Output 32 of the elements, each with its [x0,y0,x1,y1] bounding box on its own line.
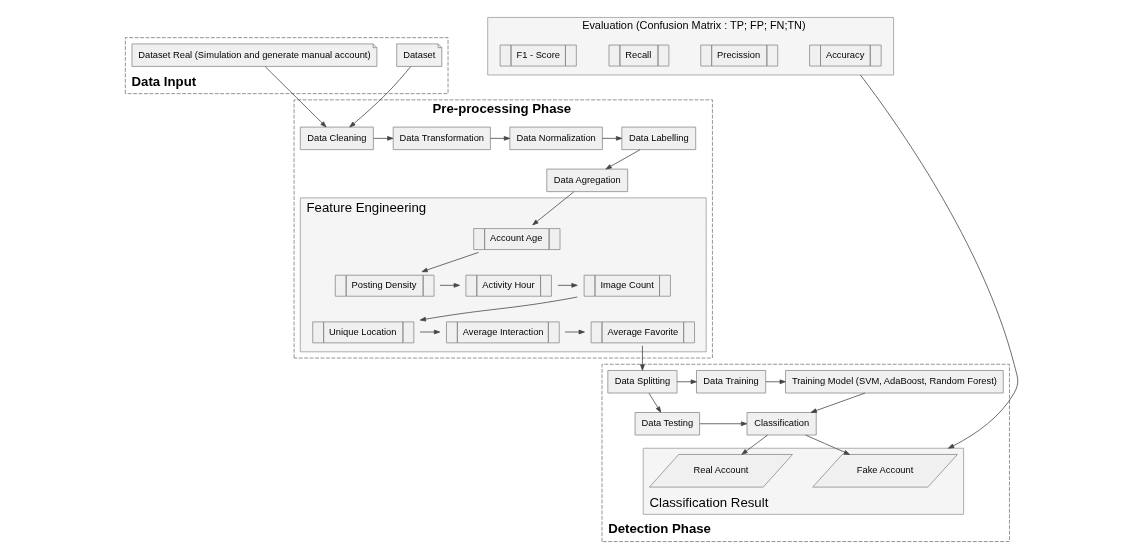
node-box: Classification [746,412,817,436]
arrow [699,421,748,427]
arrow [349,66,412,128]
arrow [602,136,623,141]
arrow [557,283,578,288]
node-box: Data Transformation [392,126,491,151]
arrow [419,329,441,335]
arrow [532,191,575,226]
arrow [264,66,327,128]
arrow [373,136,394,141]
arrow [765,379,786,385]
arrow [419,296,578,322]
arrow [564,329,585,335]
arrow [439,283,460,288]
node-box: Data Agregation [546,168,629,192]
arrow [810,392,866,413]
arrow [805,434,850,455]
arrow [676,379,697,385]
arrow [421,252,479,273]
arrow [490,136,511,141]
node-box: Data Cleaning [299,126,374,151]
node-box: Data Normalization [509,126,603,151]
node-box: Data Training [696,370,767,394]
arrow [860,74,1019,449]
node-box: Data Labelling [621,126,697,151]
arrow [741,434,768,455]
arrow [648,392,662,413]
node-box: Data Splitting [607,370,678,394]
node-box: Training Model (SVM, AdaBoost, Random Forest) [785,370,1004,394]
arrow [640,345,645,371]
arrow [605,149,641,170]
node-box: Data Testing [634,412,700,436]
